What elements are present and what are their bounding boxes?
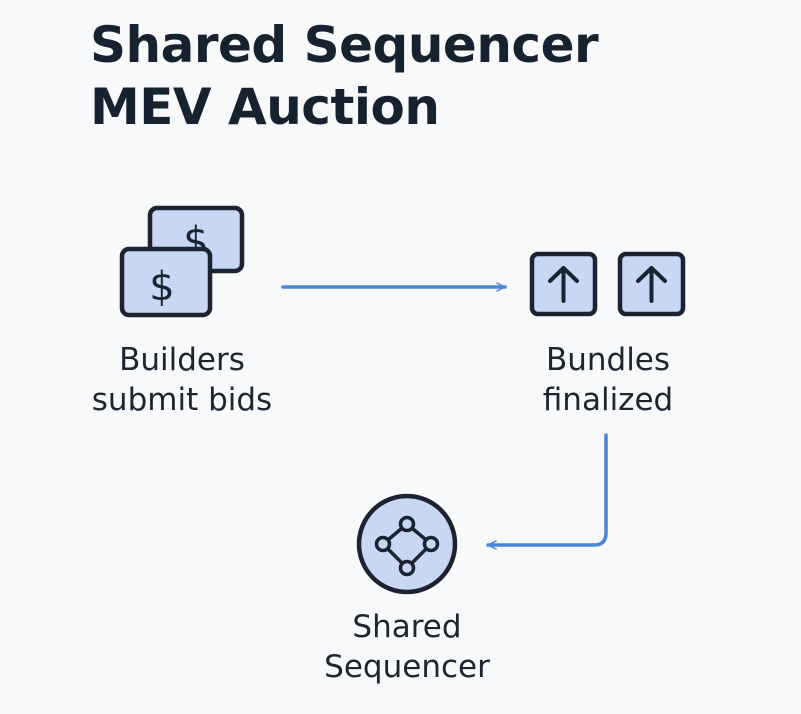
up-arrow-boxes-icon xyxy=(529,251,686,317)
dollar-bills-icon: $ $ xyxy=(119,205,245,318)
arrow-bundles-to-sequencer xyxy=(486,433,608,550)
svg-text:$: $ xyxy=(149,264,174,310)
bundles-label: Bundles finalized xyxy=(488,340,728,420)
builders-label: Builders submit bids xyxy=(62,340,302,420)
sequencer-label: Shared Sequencer xyxy=(287,607,527,687)
builders-label-line-2: submit bids xyxy=(91,382,273,418)
sequencer-label-line-2: Sequencer xyxy=(324,649,490,685)
title-line-2: MEV Auction xyxy=(90,78,440,136)
builders-label-line-1: Builders xyxy=(119,342,245,378)
bundles-label-line-2: finalized xyxy=(542,382,674,418)
network-node-icon xyxy=(356,493,458,595)
title-line-1: Shared Sequencer xyxy=(90,16,599,74)
bundles-label-line-1: Bundles xyxy=(545,342,671,378)
diagram-title: Shared Sequencer MEV Auction xyxy=(90,14,599,138)
sequencer-label-line-1: Shared xyxy=(352,609,462,645)
